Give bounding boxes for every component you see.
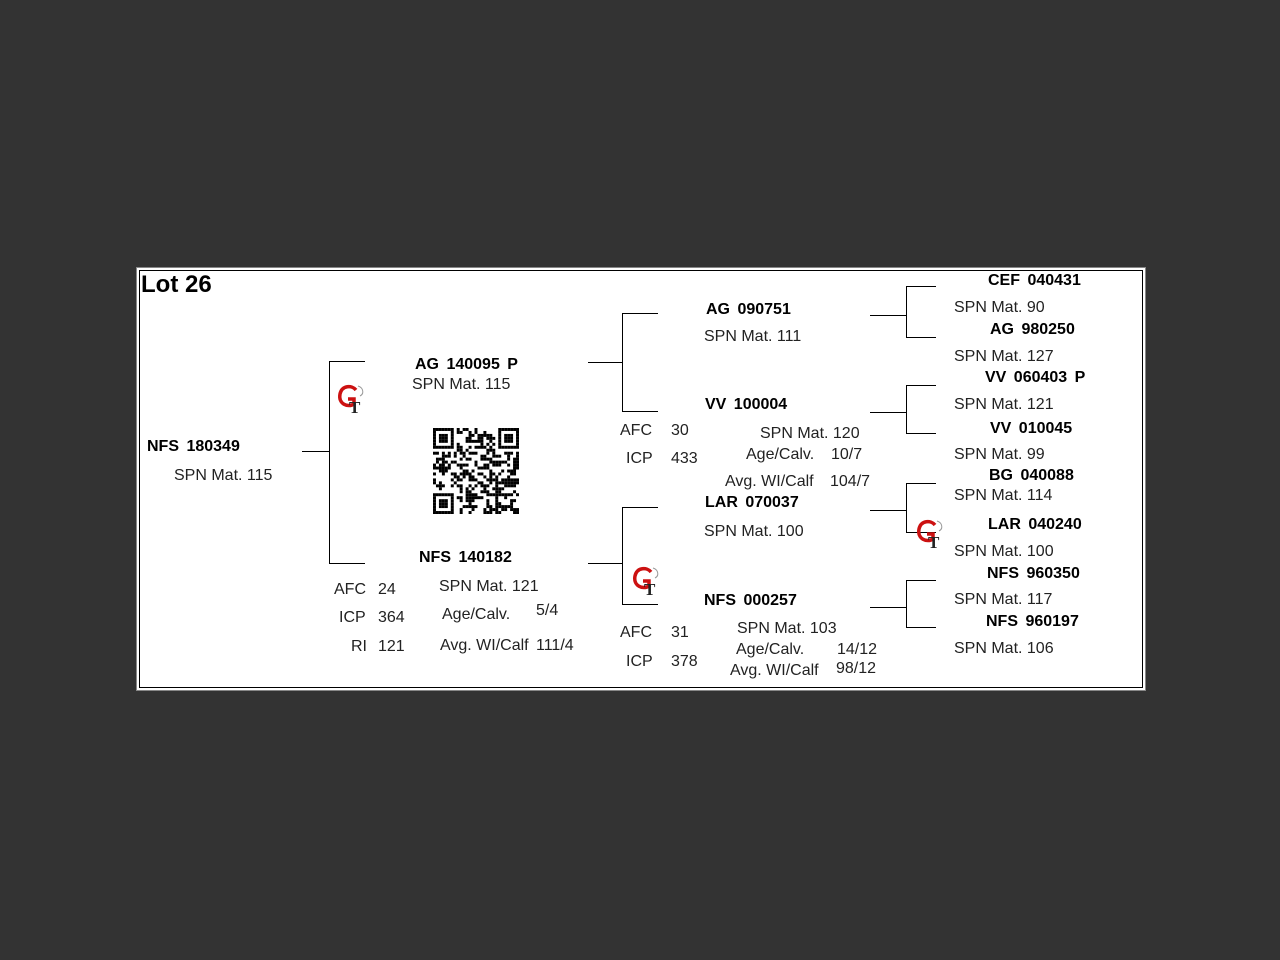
subject-spn: SPN Mat. 115 [174, 467, 273, 484]
connector [622, 313, 658, 314]
dam-dam-age-value: 14/12 [837, 641, 878, 658]
connector [622, 313, 623, 412]
connector [906, 580, 907, 628]
connector [329, 563, 365, 564]
gen4-spn: SPN Mat. 106 [954, 640, 1054, 657]
gen4-spn: SPN Mat. 117 [954, 591, 1053, 608]
connector [906, 385, 936, 386]
connector [906, 433, 936, 434]
connector [588, 563, 622, 564]
connector [870, 315, 906, 316]
gen4-id: VV 010045 [990, 420, 1073, 437]
qr-code-icon [433, 428, 519, 514]
connector [906, 580, 936, 581]
gen4-spn: SPN Mat. 100 [954, 543, 1054, 560]
connector [870, 607, 906, 608]
pedigree-card: Lot 26 NFS 180349 SPN Mat. 115 T AG 1400… [136, 267, 1146, 691]
gen4-spn: SPN Mat. 114 [954, 487, 1053, 504]
connector [906, 385, 907, 434]
sire-dam-icp-label: ICP [626, 450, 653, 467]
dam-icp-label: ICP [339, 609, 366, 626]
connector [906, 483, 936, 484]
gen4-spn: SPN Mat. 90 [954, 299, 1045, 316]
connector [870, 412, 906, 413]
dam-sire-spn: SPN Mat. 100 [704, 523, 804, 540]
dam-dam-wi-label: Avg. WI/Calf [730, 662, 819, 679]
sire-dam-afc-value: 30 [671, 422, 689, 439]
pedigree-frame [139, 270, 1143, 688]
dam-dam-spn: SPN Mat. 103 [737, 620, 837, 637]
gen4-id: BG 040088 [989, 467, 1074, 484]
connector [329, 361, 330, 564]
dam-spn: SPN Mat. 121 [439, 578, 539, 595]
sire-sire-spn: SPN Mat. 111 [704, 328, 802, 345]
dam-sire-id: LAR 070037 [705, 494, 799, 511]
svg-text:T: T [349, 398, 361, 416]
gen4-id: NFS 960197 [986, 613, 1079, 630]
dam-dam-icp-label: ICP [626, 653, 653, 670]
connector [302, 451, 329, 452]
sire-dam-wi-label: Avg. WI/Calf [725, 473, 814, 490]
gt-logo-icon: T [917, 519, 943, 551]
connector [870, 510, 906, 511]
sire-dam-wi-value: 104/7 [830, 473, 871, 490]
sire-dam-age-value: 10/7 [831, 446, 863, 463]
dam-dam-id: NFS 000257 [704, 592, 797, 609]
connector [906, 627, 936, 628]
sire-dam-age-label: Age/Calv. [746, 446, 815, 463]
connector [329, 361, 365, 362]
gen4-id: VV 060403 P [985, 369, 1086, 386]
sire-spn: SPN Mat. 115 [412, 376, 511, 393]
dam-dam-age-label: Age/Calv. [736, 641, 805, 658]
dam-dam-afc-label: AFC [620, 624, 652, 641]
connector [622, 604, 658, 605]
gen4-id: LAR 040240 [988, 516, 1082, 533]
dam-wi-value: 111/4 [536, 637, 574, 654]
gt-logo-icon: T [633, 566, 659, 598]
sire-dam-spn: SPN Mat. 120 [760, 425, 860, 442]
gen4-spn: SPN Mat. 99 [954, 446, 1045, 463]
dam-id: NFS 140182 [419, 549, 512, 566]
gt-logo-icon: T [338, 384, 364, 416]
connector [622, 507, 658, 508]
sire-sire-id: AG 090751 [706, 301, 791, 318]
lot-title: Lot 26 [141, 271, 212, 298]
dam-dam-icp-value: 378 [671, 653, 698, 670]
sire-dam-id: VV 100004 [705, 396, 788, 413]
connector [906, 286, 936, 287]
dam-dam-wi-value: 98/12 [836, 660, 877, 677]
svg-text:T: T [644, 580, 656, 598]
dam-ri-value: 121 [378, 638, 405, 655]
gen4-spn: SPN Mat. 121 [954, 396, 1054, 413]
dam-afc-label: AFC [334, 581, 366, 598]
connector [622, 411, 658, 412]
connector [588, 362, 622, 363]
svg-text:T: T [928, 533, 940, 551]
gen4-id: NFS 960350 [987, 565, 1080, 582]
sire-dam-afc-label: AFC [620, 422, 652, 439]
dam-wi-label: Avg. WI/Calf [440, 637, 529, 654]
connector [906, 483, 907, 533]
subject-id: NFS 180349 [147, 438, 240, 455]
gen4-spn: SPN Mat. 127 [954, 348, 1054, 365]
sire-dam-icp-value: 433 [671, 450, 698, 467]
dam-age-value: 5/4 [536, 602, 559, 619]
connector [906, 337, 936, 338]
connector [906, 286, 907, 338]
dam-ri-label: RI [351, 638, 367, 655]
gen4-id: CEF 040431 [988, 272, 1081, 289]
sire-id: AG 140095 P [415, 356, 518, 373]
dam-age-label: Age/Calv. [442, 606, 511, 623]
gen4-id: AG 980250 [990, 321, 1075, 338]
connector [622, 507, 623, 605]
dam-afc-value: 24 [378, 581, 396, 598]
dam-dam-afc-value: 31 [671, 624, 689, 641]
connector [906, 532, 936, 533]
dam-icp-value: 364 [378, 609, 405, 626]
